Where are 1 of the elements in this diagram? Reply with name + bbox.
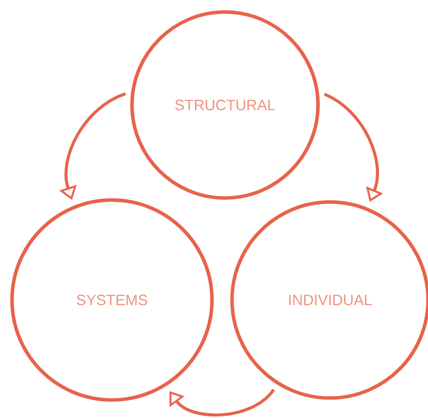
- curved-arrow: [169, 388, 275, 416]
